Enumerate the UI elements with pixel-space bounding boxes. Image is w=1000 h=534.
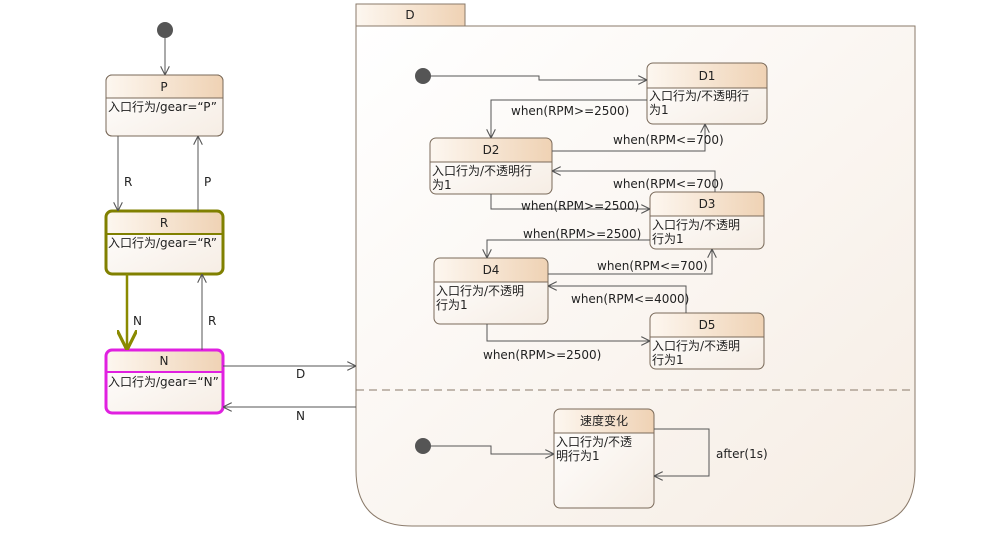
state-d2[interactable]: D2 入口行为/不透明行 为1 xyxy=(429,137,553,195)
state-speed-change[interactable]: 速度变化 入口行为/不透 明行为1 xyxy=(553,408,655,509)
state-d3[interactable]: D3 入口行为/不透明 行为1 xyxy=(649,191,765,250)
state-d2-name: D2 xyxy=(483,143,500,157)
state-d4[interactable]: D4 入口行为/不透明 行为1 xyxy=(433,257,549,325)
state-d4-entry-line-2: 行为1 xyxy=(436,298,468,312)
initial-pseudostate xyxy=(157,22,173,38)
transition-speed-self xyxy=(654,428,710,476)
state-speed-entry-line-1: 入口行为/不透 xyxy=(556,435,632,449)
state-d1[interactable]: D1 入口行为/不透明行 为1 xyxy=(646,62,768,125)
state-n-entry-line-1: 入口行为/gear=“N” xyxy=(108,375,219,389)
transition-d1-to-d2 xyxy=(491,99,647,138)
label-d2-to-d1: when(RPM<=700) xyxy=(613,133,724,147)
label-d2-to-d3: when(RPM>=2500) xyxy=(521,199,639,213)
state-d5-name: D5 xyxy=(699,318,716,332)
label-d4-to-d5: when(RPM>=2500) xyxy=(483,348,601,362)
state-n-name: N xyxy=(160,354,169,368)
state-d4-name: D4 xyxy=(483,263,500,277)
state-r-name: R xyxy=(160,216,168,230)
transition-d5-to-d4 xyxy=(548,286,687,313)
label-r-to-n: N xyxy=(133,314,142,328)
state-speed-entry-line-2: 明行为1 xyxy=(556,449,600,463)
state-d3-entry-line-2: 行为1 xyxy=(652,232,684,246)
state-d1-name: D1 xyxy=(699,69,716,83)
state-d5-entry-line-2: 行为1 xyxy=(652,353,684,367)
label-n-to-d: D xyxy=(296,367,305,381)
state-d3-name: D3 xyxy=(699,197,716,211)
transition-d4-to-d5 xyxy=(486,324,650,341)
transition-d3-to-d2 xyxy=(552,171,716,192)
transition-d2-to-d1 xyxy=(552,124,705,152)
state-speed-name: 速度变化 xyxy=(580,413,628,428)
label-d1-to-d2: when(RPM>=2500) xyxy=(511,104,629,118)
transition-speed-initial xyxy=(431,445,554,454)
speed-initial-pseudostate xyxy=(415,438,431,454)
state-d1-entry-line-1: 入口行为/不透明行 xyxy=(649,89,749,103)
state-n[interactable]: N 入口行为/gear=“N” xyxy=(104,348,225,415)
state-d5-entry-line-1: 入口行为/不透明 xyxy=(652,339,740,353)
state-d3-entry-line-1: 入口行为/不透明 xyxy=(652,218,740,232)
state-r-entry-line-1: 入口行为/gear=“R” xyxy=(108,236,217,250)
state-d5[interactable]: D5 入口行为/不透明 行为1 xyxy=(649,312,765,370)
transition-d-initial-to-d1 xyxy=(431,75,647,80)
state-d1-entry-line-2: 为1 xyxy=(649,103,669,117)
label-d5-to-d4: when(RPM<=4000) xyxy=(571,292,689,306)
transition-d4-to-d3 xyxy=(548,249,712,275)
label-d3-to-d4: when(RPM>=2500) xyxy=(523,227,641,241)
label-r-to-p: P xyxy=(204,175,211,189)
label-speed-self: after(1s) xyxy=(716,447,768,461)
state-p-entry-line-1: 入口行为/gear=“P” xyxy=(108,100,217,114)
label-d4-to-d3: when(RPM<=700) xyxy=(597,259,708,273)
state-p[interactable]: P 入口行为/gear=“P” xyxy=(105,74,224,137)
transition-d2-to-d3 xyxy=(490,194,650,209)
state-d2-entry-line-1: 入口行为/不透明行 xyxy=(432,164,532,178)
state-d4-entry-line-1: 入口行为/不透明 xyxy=(436,284,524,298)
state-d2-entry-line-2: 为1 xyxy=(432,178,452,192)
label-n-to-r: R xyxy=(208,314,216,328)
state-d-name: D xyxy=(405,8,414,22)
d-initial-pseudostate xyxy=(415,68,431,84)
state-r[interactable]: R 入口行为/gear=“R” xyxy=(104,209,225,276)
state-p-name: P xyxy=(160,80,167,94)
label-p-to-r: R xyxy=(124,175,132,189)
label-d-to-n: N xyxy=(296,409,305,423)
transition-d3-to-d4 xyxy=(487,239,650,258)
label-d3-to-d2: when(RPM<=700) xyxy=(613,177,724,191)
